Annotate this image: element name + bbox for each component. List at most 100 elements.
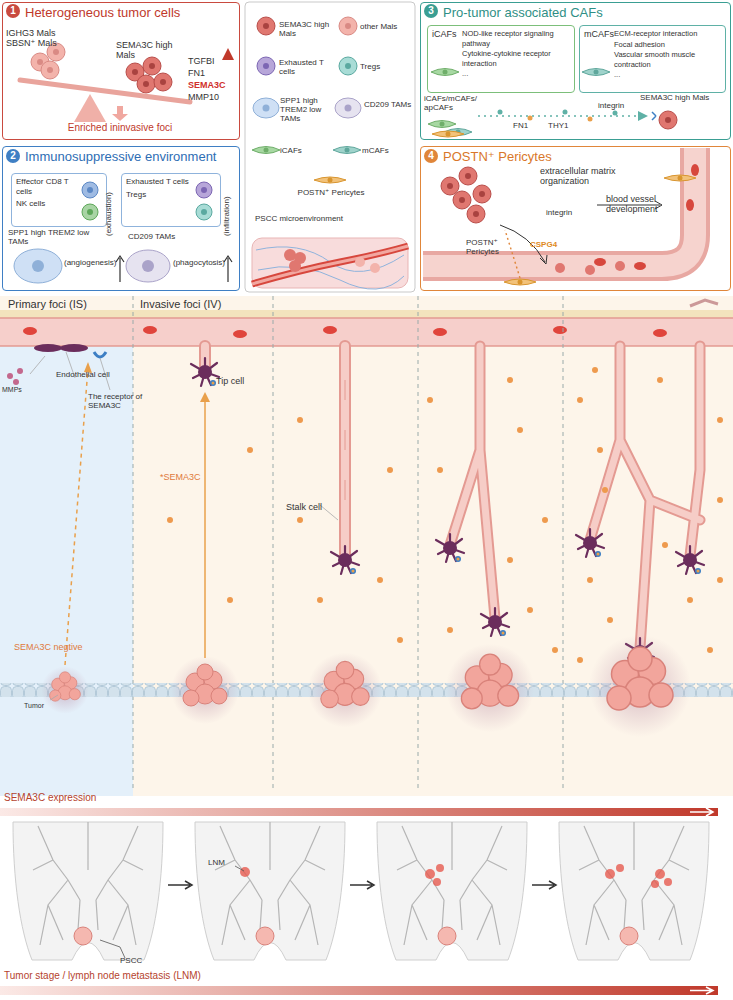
panel-1-art-path	[222, 48, 234, 60]
angiogenesis-scene-use	[41, 666, 89, 714]
text-label: PSCC	[120, 956, 150, 965]
lnm-progression-path	[235, 866, 244, 871]
angiogenesis-scene-g-path	[341, 346, 349, 555]
angiogenesis-scene-g-path	[450, 346, 495, 618]
angiogenesis-scene-g-circle	[707, 647, 713, 653]
angiogenesis-scene-g-circle	[297, 517, 303, 523]
panel-3-art-circle	[563, 110, 568, 115]
panel-4-art-path	[540, 255, 547, 264]
lnm-progression-use	[13, 822, 163, 960]
angiogenesis-scene-ellipse	[60, 344, 88, 352]
lnm-progression-circle	[651, 880, 659, 888]
angiogenesis-scene-path	[690, 300, 718, 306]
legend-text: iCAFs	[280, 146, 330, 155]
panel-4-art-use	[504, 279, 536, 285]
text-label: CD209 TAMs	[128, 232, 208, 241]
angiogenesis-scene	[0, 296, 733, 816]
angiogenesis-scene-path	[65, 368, 88, 665]
angiogenesis-scene-use	[436, 534, 464, 562]
angiogenesis-scene-g-path	[590, 346, 700, 648]
group-box: Exhausted T cellsTregs	[121, 173, 221, 227]
panel-4-art-use	[467, 205, 485, 223]
angiogenesis-scene-g-circle	[427, 397, 433, 403]
text-label: *SEMA3C	[160, 472, 210, 482]
lnm-progression-path	[690, 987, 713, 994]
lnm-progression-circle	[616, 864, 624, 872]
panel-2-art-circle	[87, 187, 93, 193]
angiogenesis-scene-rect	[0, 310, 733, 318]
angiogenesis-scene-g-circle	[662, 542, 668, 548]
angiogenesis-scene-path	[50, 695, 58, 700]
angiogenesis-scene-g-circle	[377, 577, 383, 583]
angiogenesis-scene-g-circle	[597, 447, 603, 453]
panel-3-art	[424, 4, 677, 137]
angiogenesis-scene-g-circle	[542, 517, 548, 523]
angiogenesis-scene-ellipse	[143, 326, 157, 334]
panel-3-art-circle	[498, 110, 503, 115]
lnm-progression-circle	[664, 878, 672, 886]
legend-column-circle	[289, 260, 301, 272]
legend-column-ellipse	[253, 98, 279, 118]
angiogenesis-scene-g-circle	[447, 627, 453, 633]
legend-column-rect	[252, 238, 408, 288]
panel-4-art-circle	[424, 149, 438, 163]
panel-1-art-path	[226, 58, 230, 112]
text-label: The receptor of SEMA3C	[88, 392, 158, 410]
panel-4-art-ellipse	[691, 164, 699, 176]
panel-4-art-path	[423, 148, 695, 266]
box-column: NOD-like receptor signaling pathwayCytok…	[462, 29, 570, 89]
callout-number: 2	[7, 150, 19, 162]
panel-2-art-path	[116, 256, 124, 282]
legend-column-use	[339, 17, 357, 35]
panel-2-art-circle	[87, 209, 93, 215]
lnm-progression-path	[168, 881, 556, 889]
angiogenesis-scene-g-circle	[387, 467, 393, 473]
panel-3-art-use	[428, 121, 456, 128]
text-label: (infiltration)	[222, 176, 231, 236]
box-item: Vascular smooth muscle contraction	[614, 50, 721, 69]
text-label: Invasive foci (IV)	[140, 298, 260, 311]
angiogenesis-scene-rect	[0, 346, 133, 796]
panel-title: Immunosuppressive environment	[3, 147, 239, 164]
angiogenesis-scene-path	[690, 808, 713, 816]
angiogenesis-scene-ellipse	[233, 330, 247, 338]
angiogenesis-scene-use	[481, 608, 509, 636]
legend-column-circle	[263, 105, 270, 112]
text-label: POSTN⁺ Pericytes	[466, 238, 516, 256]
text-label: Primary foci (IS)	[8, 298, 128, 311]
angiogenesis-scene-g-circle	[227, 597, 233, 603]
angiogenesis-scene-g-circle	[507, 557, 513, 563]
lnm-progression-circle	[436, 864, 444, 872]
box-column: iCAFs	[432, 29, 462, 89]
angiogenesis-scene-g-circle	[577, 657, 583, 663]
legend-text: other Mals	[360, 22, 410, 31]
panel-2-art-circle	[201, 187, 207, 193]
angiogenesis-scene-g-circle	[437, 467, 443, 473]
box-text: Tregs	[122, 188, 196, 202]
angiogenesis-scene-path	[320, 505, 338, 520]
legend-text: SPP1 high TREM2 low TAMs	[280, 96, 342, 124]
angiogenesis-scene-g-circle	[607, 617, 613, 623]
angiogenesis-scene-g-circle	[527, 607, 533, 613]
panel-4-art	[423, 148, 699, 285]
panel-2-art-circle	[201, 209, 207, 215]
legend-column-circle	[257, 57, 275, 75]
group-box: iCAFsNOD-like receptor signaling pathway…	[427, 25, 575, 93]
angiogenesis-scene-ellipse	[553, 326, 567, 334]
lnm-progression-path	[100, 940, 125, 958]
angiogenesis-scene-g-circle	[297, 417, 303, 423]
lnm-progression-circle	[655, 869, 665, 879]
angiogenesis-scene-g-circle	[717, 577, 723, 583]
panel-3-art-path	[652, 112, 656, 120]
legend-column-use	[333, 147, 361, 154]
panel-3-art-path	[638, 111, 648, 121]
legend-text: Exhausted T cells	[279, 58, 341, 76]
angiogenesis-scene-path	[30, 356, 45, 374]
angiogenesis-scene-g	[167, 367, 723, 663]
angiogenesis-scene-use	[576, 529, 604, 557]
angiogenesis-scene-g-path	[450, 346, 495, 618]
panel-box: Immunosuppressive environmentEffector CD…	[2, 146, 240, 291]
text-label: LNM	[208, 858, 238, 867]
angiogenesis-scene-circle	[7, 373, 13, 379]
panel-box: Pro-tumor associated CAFsiCAFsNOD-like r…	[420, 2, 731, 140]
